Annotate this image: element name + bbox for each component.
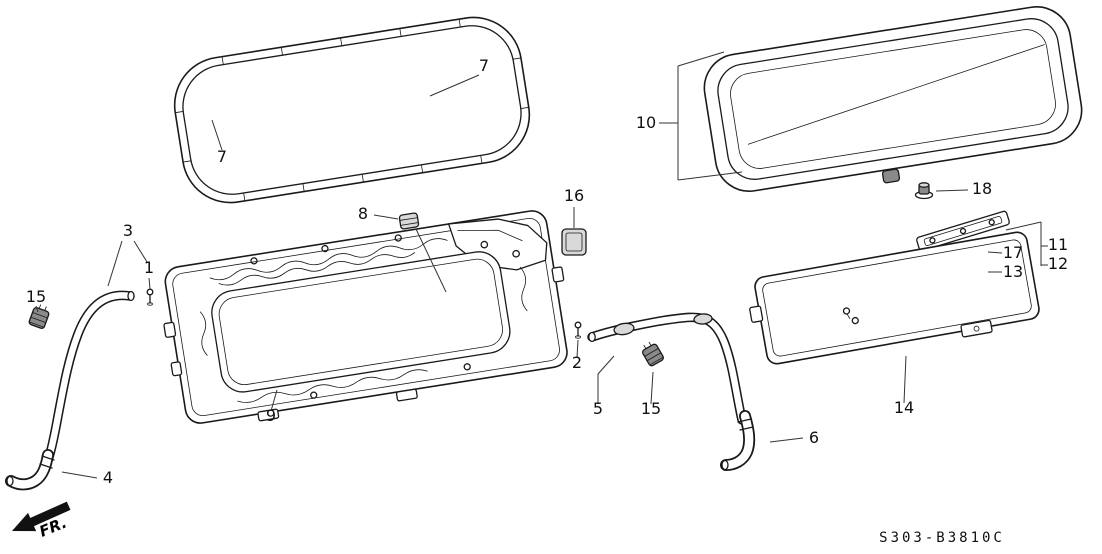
- diagram-code: S303-B3810C: [879, 530, 1005, 546]
- part-8-clip: [398, 212, 420, 230]
- label-2: 2: [572, 353, 582, 372]
- part-2-stud: [574, 321, 582, 339]
- part-3-drain-tube-left: [43, 290, 135, 465]
- label-7-left: 7: [217, 147, 227, 166]
- label-10: 10: [636, 113, 656, 132]
- leader-lines: [35, 51, 1048, 479]
- part-10-glass: [703, 6, 1083, 192]
- part-16-pad: [561, 228, 587, 256]
- label-8: 8: [358, 204, 368, 223]
- part-4-elbow: [5, 449, 55, 491]
- part-15-clip-left: [28, 304, 50, 329]
- label-15-left: 15: [26, 287, 46, 306]
- label-3: 3: [123, 221, 133, 240]
- label-18: 18: [972, 179, 992, 198]
- part-18-retainer: [881, 168, 901, 184]
- part-5-drain-tube-right: [587, 312, 747, 425]
- part-11-12-bracket: [916, 210, 1010, 252]
- part-9-frame: [163, 210, 568, 424]
- label-16: 16: [564, 186, 584, 205]
- label-12: 12: [1048, 254, 1068, 273]
- label-6: 6: [809, 428, 819, 447]
- part-6-elbow: [720, 410, 756, 471]
- part-1-stud: [146, 288, 154, 306]
- label-15-right: 15: [641, 399, 661, 418]
- label-13: 13: [1003, 262, 1023, 281]
- label-11: 11: [1048, 235, 1068, 254]
- label-17: 17: [1003, 243, 1023, 262]
- part-labels: 7 7 10 18 16 8 17 11 12 13 3 1 15 2 5 15…: [26, 56, 1068, 487]
- label-9: 9: [266, 406, 276, 425]
- label-7-right: 7: [479, 56, 489, 75]
- label-1: 1: [144, 258, 154, 277]
- label-14: 14: [894, 398, 914, 417]
- part-14-sunshade: [749, 231, 1040, 365]
- part-15-clip-right: [642, 341, 664, 367]
- label-5: 5: [593, 399, 603, 418]
- part-18-grommet: [914, 182, 934, 200]
- fr-arrow-icon: [12, 501, 71, 532]
- part-7-weatherstrip: [173, 16, 531, 204]
- label-4: 4: [103, 468, 113, 487]
